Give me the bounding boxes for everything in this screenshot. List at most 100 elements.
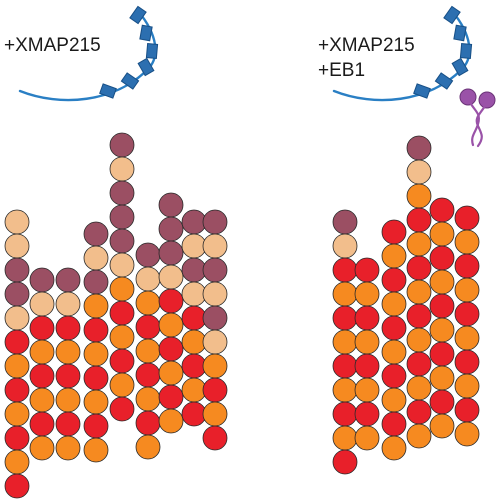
left-lattice-pf2-subunit-5 [29,363,55,389]
right-lattice-pf2-subunit-5 [354,353,380,379]
left-lattice-pf8-subunit-7 [181,353,207,379]
right-lattice-pf1-subunit-1 [332,209,358,235]
left-lattice-pf4-subunit-6 [83,341,109,367]
right-lattice-pf5-subunit-7 [429,341,455,367]
left-lattice-pf4-subunit-9 [83,413,109,439]
left-lattice-pf5-subunit-5 [109,228,135,254]
right-lattice-pf1-subunit-8 [332,377,358,403]
right-lattice-pf1-subunit-4 [332,281,358,307]
right-lattice-pf3-subunit-8 [381,387,407,413]
left-lattice-pf4-subunit-8 [83,389,109,415]
left-lattice-pf2-subunit-7 [29,411,55,437]
left-lattice-pf5-subunit-3 [109,180,135,206]
right-lattice-pf1-subunit-5 [332,305,358,331]
left-lattice-pf2-subunit-8 [29,435,55,461]
left-lattice-pf6-subunit-4 [135,314,161,340]
left-lattice-pf3-subunit-6 [55,387,81,413]
left-lattice-pf8-subunit-9 [181,401,207,427]
left-lattice-pf8-subunit-2 [181,233,207,259]
left-lattice-pf2-subunit-4 [29,339,55,365]
left-lattice-pf9-subunit-8 [202,377,228,403]
right-lattice-pf2-subunit-6 [354,377,380,403]
left-lattice-pf4-subunit-1 [83,221,109,247]
right-lattice-pf4-subunit-2 [406,159,432,185]
right-lattice-pf2-subunit-3 [354,305,380,331]
microtubule-flared-ends [4,132,228,499]
left-lattice-pf8-subunit-6 [181,329,207,355]
right-xmap215-tog-domain-1 [443,5,461,25]
left-lattice-pf3-subunit-2 [55,291,81,317]
left-lattice-pf5-subunit-11 [109,372,135,398]
left-xmap215-tog-domain-3 [145,43,159,59]
left-lattice-pf1-subunit-5 [4,305,30,331]
left-lattice-pf7-subunit-3 [158,240,184,266]
right-lattice-pf3-subunit-1 [381,219,407,245]
right-lattice-pf6-subunit-5 [454,301,480,327]
right-lattice-pf3-subunit-2 [381,243,407,269]
left-lattice-pf1-subunit-8 [4,377,30,403]
left-lattice-pf4-subunit-2 [83,245,109,271]
left-lattice-pf4-subunit-7 [83,365,109,391]
right-lattice-pf3-subunit-4 [381,291,407,317]
right-lattice-pf4-subunit-1 [406,135,432,161]
right-xmap215-tog-domain-5 [434,72,454,90]
left-lattice-pf6-subunit-5 [135,338,161,364]
right-lattice-pf5-subunit-6 [429,317,455,343]
left-lattice-pf9-subunit-9 [202,401,228,427]
right-lattice-pf5-subunit-2 [429,221,455,247]
right-lattice-pf3-subunit-5 [381,315,407,341]
right-lattice-pf5-subunit-5 [429,293,455,319]
left-lattice-pf9-subunit-10 [202,425,228,451]
left-lattice-pf3-subunit-1 [55,267,81,293]
left-lattice-pf8-subunit-5 [181,305,207,331]
right-lattice-pf4-subunit-12 [406,399,432,425]
left-xmap215-tether [18,9,157,102]
left-lattice-pf9-subunit-6 [202,329,228,355]
left-lattice-pf1-subunit-9 [4,401,30,427]
right-lattice-pf4-subunit-4 [406,207,432,233]
right-lattice-pf1-subunit-7 [332,353,358,379]
left-lattice-pf1-subunit-11 [4,449,30,475]
left-lattice-pf7-subunit-4 [158,264,184,290]
left-lattice-pf5-subunit-12 [109,396,135,422]
left-lattice-pf6-subunit-9 [135,434,161,460]
left-lattice-pf4-subunit-4 [83,293,109,319]
right-lattice-pf6-subunit-9 [454,397,480,423]
left-lattice-pf1-subunit-10 [4,425,30,451]
left-lattice-pf7-subunit-8 [158,360,184,386]
right-lattice-pf1-subunit-9 [332,401,358,427]
left-lattice-pf2-subunit-3 [29,315,55,341]
left-lattice-pf5-subunit-2 [109,156,135,182]
left-lattice-pf2-subunit-1 [29,267,55,293]
left-lattice-pf4-subunit-5 [83,317,109,343]
right-lattice-pf2-subunit-4 [354,329,380,355]
left-xmap215-tog-domain-5 [120,72,140,90]
right-lattice-pf3-subunit-7 [381,363,407,389]
condition-label-xmap215: +XMAP215 [4,35,101,56]
left-lattice-pf9-subunit-1 [202,209,228,235]
right-lattice-pf4-subunit-3 [406,183,432,209]
left-lattice-pf6-subunit-7 [135,386,161,412]
left-lattice-pf1-subunit-12 [4,473,30,499]
left-lattice-pf8-subunit-8 [181,377,207,403]
right-xmap215-tog-domain-4 [451,57,469,77]
right-lattice-pf6-subunit-2 [454,229,480,255]
left-lattice-pf2-subunit-6 [29,387,55,413]
left-xmap215-tog-domain-1 [129,5,147,25]
left-lattice-pf9-subunit-7 [202,353,228,379]
right-lattice-pf6-subunit-6 [454,325,480,351]
right-lattice-pf5-subunit-4 [429,269,455,295]
right-lattice-pf3-subunit-6 [381,339,407,365]
right-lattice-pf6-subunit-3 [454,253,480,279]
right-lattice-pf6-subunit-10 [454,421,480,447]
right-lattice-pf2-subunit-8 [354,425,380,451]
left-lattice-pf8-subunit-3 [181,257,207,283]
left-lattice-pf3-subunit-5 [55,363,81,389]
left-lattice-pf3-subunit-8 [55,435,81,461]
right-lattice-pf4-subunit-6 [406,255,432,281]
xmap215-icon [18,5,159,102]
right-lattice-pf6-subunit-4 [454,277,480,303]
left-xmap215-tog-domain-6 [99,83,117,99]
left-lattice-pf9-subunit-4 [202,281,228,307]
left-lattice-pf7-subunit-6 [158,312,184,338]
